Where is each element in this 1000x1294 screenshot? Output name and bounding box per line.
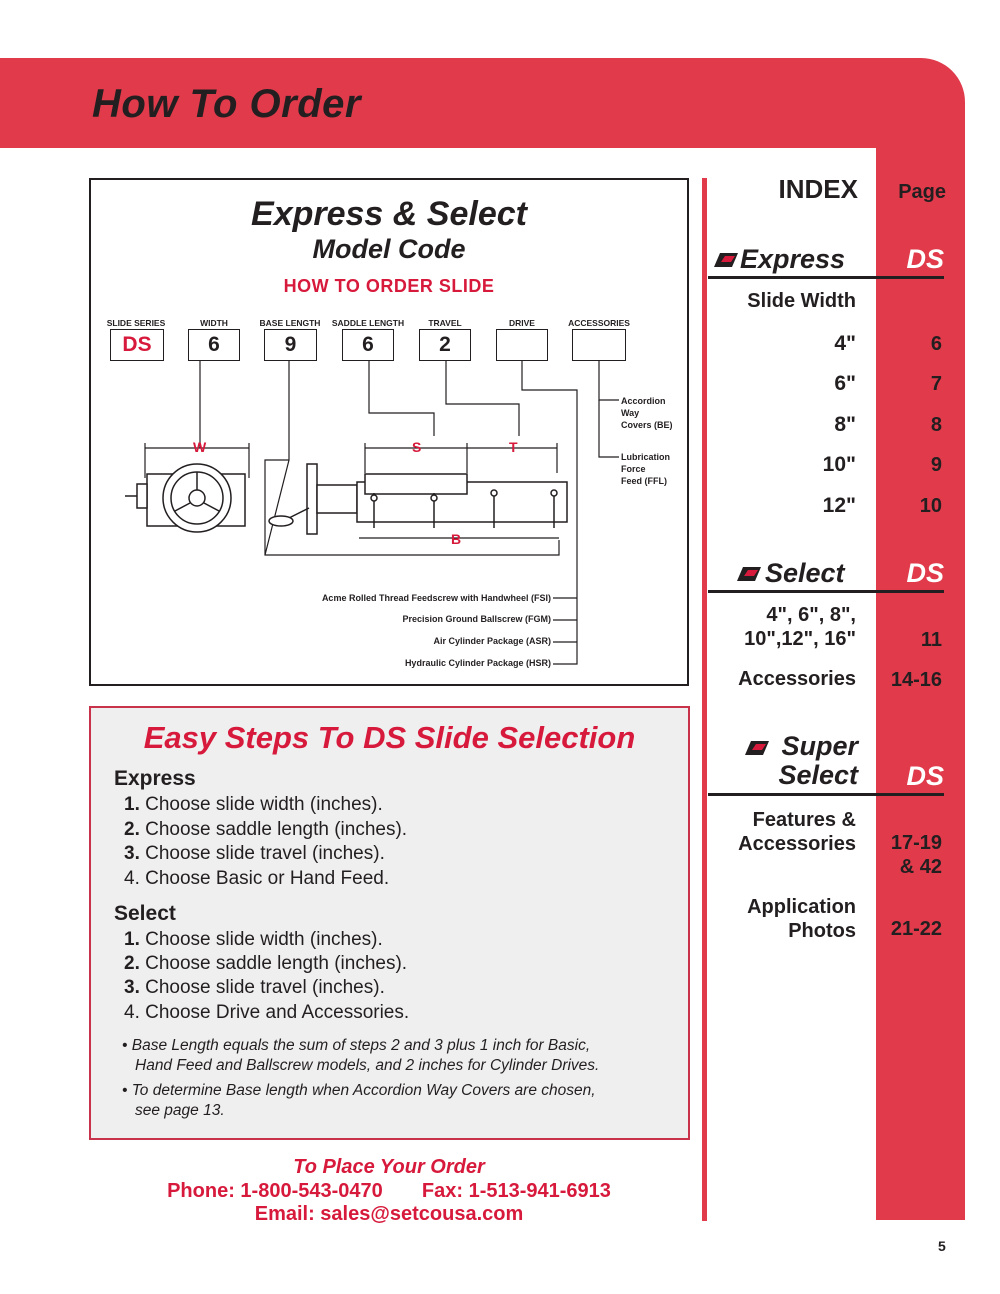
index-super-select-label: Super Select	[778, 731, 858, 790]
model-code-subtitle: Model Code	[312, 234, 466, 264]
page-title: How To Order	[92, 82, 361, 126]
how-to-order-heading: HOW TO ORDER SLIDE	[283, 276, 495, 296]
index-page-6: 7	[930, 373, 942, 395]
index-select-label: Select	[765, 558, 845, 588]
dimension-w-label: W	[193, 439, 207, 455]
index-super-select-code: DS	[906, 761, 944, 791]
field-label-width: WIDTH	[200, 318, 228, 328]
express-step-4: 4. Choose Basic or Hand Feed.	[124, 868, 390, 889]
drive-option-hsr: Hydraulic Cylinder Package (HSR)	[404, 658, 551, 668]
header-band	[0, 58, 965, 148]
field-box-width: 6	[188, 329, 240, 361]
select-step-1: 1. Choose slide width (inches).	[124, 929, 383, 950]
slide-diagram	[125, 361, 619, 665]
index-width-6: 6"	[834, 372, 856, 395]
field-label-accessories: ACCESSORIES	[568, 318, 630, 328]
accessory-accordion-covers: Accordion Way Covers (BE)	[621, 396, 673, 430]
page-number: 5	[938, 1238, 946, 1254]
express-steps-heading: Express	[114, 767, 196, 790]
easy-steps-panel	[89, 706, 690, 1140]
super-select-divider	[708, 793, 944, 796]
dimension-t-label: T	[509, 439, 518, 455]
index-express-code: DS	[906, 244, 944, 274]
select-divider	[708, 590, 944, 593]
model-code-panel	[89, 178, 689, 686]
field-box-accessories	[572, 329, 626, 361]
select-step-2: 2. Choose saddle length (inches).	[124, 953, 408, 974]
index-page-4: 6	[930, 333, 942, 355]
index-application-photos-label: Application Photos	[747, 896, 856, 942]
field-label-saddle-length: SADDLE LENGTH	[331, 318, 405, 328]
index-width-10: 10"	[822, 453, 856, 476]
select-bullet-icon	[737, 565, 761, 588]
field-box-drive	[496, 329, 548, 361]
index-select-sizes-page: 11	[920, 629, 942, 651]
super-select-bullet-icon	[745, 739, 769, 762]
express-divider	[708, 276, 944, 279]
select-step-4: 4. Choose Drive and Accessories.	[124, 1002, 410, 1023]
index-accessories-page: 14-16	[890, 669, 942, 691]
note-accordion-covers: • To determine Base length when Accordio…	[122, 1082, 596, 1119]
express-step-3: 3. Choose slide travel (inches).	[124, 843, 385, 864]
index-width-8: 8"	[834, 413, 856, 436]
index-title: INDEX	[778, 174, 858, 204]
dimension-b-label: B	[451, 531, 462, 547]
index-slide-width-label: Slide Width	[747, 290, 856, 312]
field-label-drive: DRIVE	[509, 318, 535, 328]
express-step-2: 2. Choose saddle length (inches).	[124, 819, 408, 840]
index-page-label: Page	[898, 181, 946, 203]
easy-steps-title: Easy Steps To DS Slide Selection	[143, 720, 636, 755]
field-box-base-length: 9	[264, 329, 317, 361]
field-box-saddle-length: 6	[342, 329, 394, 361]
index-page-8: 8	[930, 414, 942, 436]
contact-phone-fax: Phone: 1-800-543-0470 Fax: 1-513-941-691…	[167, 1180, 611, 1202]
field-box-travel: 2	[419, 329, 471, 361]
drive-option-asr: Air Cylinder Package (ASR)	[433, 636, 551, 646]
index-select-sizes: 4", 6", 8", 10",12", 16"	[744, 604, 856, 650]
drive-option-fsi: Acme Rolled Thread Feedscrew with Handwh…	[321, 593, 551, 603]
index-page-column	[876, 148, 965, 1220]
index-corner-cutout	[708, 148, 876, 228]
index-page-12: 10	[919, 495, 942, 517]
drive-option-fgm: Precision Ground Ballscrew (FGM)	[402, 614, 551, 624]
model-code-title: Express & Select	[251, 195, 527, 233]
index-select-code: DS	[906, 558, 944, 588]
index-application-photos-page: 21-22	[890, 918, 942, 940]
index-width-12: 12"	[822, 494, 856, 517]
accessory-lubrication: Lubrication Force Feed (FFL)	[621, 452, 670, 486]
field-label-base-length: BASE LENGTH	[259, 318, 321, 328]
select-step-3: 3. Choose slide travel (inches).	[124, 977, 385, 998]
field-box-slide-series: DS	[110, 329, 164, 361]
express-step-1: 1. Choose slide width (inches).	[124, 794, 383, 815]
index-features-page: 17-19 & 42	[890, 832, 942, 878]
index-accessories-label: Accessories	[738, 668, 856, 690]
sidebar-divider	[702, 178, 707, 1221]
select-steps-heading: Select	[114, 902, 176, 925]
index-features-label: Features & Accessories	[738, 809, 856, 855]
contact-email[interactable]: Email: sales@setcousa.com	[254, 1203, 524, 1225]
express-bullet-icon	[714, 251, 738, 274]
dimension-s-label: S	[412, 439, 422, 455]
field-label-travel: TRAVEL	[428, 318, 462, 328]
index-width-4: 4"	[834, 332, 856, 355]
index-page-10: 9	[930, 454, 942, 476]
field-label-slide-series: SLIDE SERIES	[106, 318, 166, 328]
note-base-length: • Base Length equals the sum of steps 2 …	[122, 1037, 600, 1074]
index-express-label: Express	[740, 244, 846, 274]
place-order-heading: To Place Your Order	[293, 1156, 485, 1178]
